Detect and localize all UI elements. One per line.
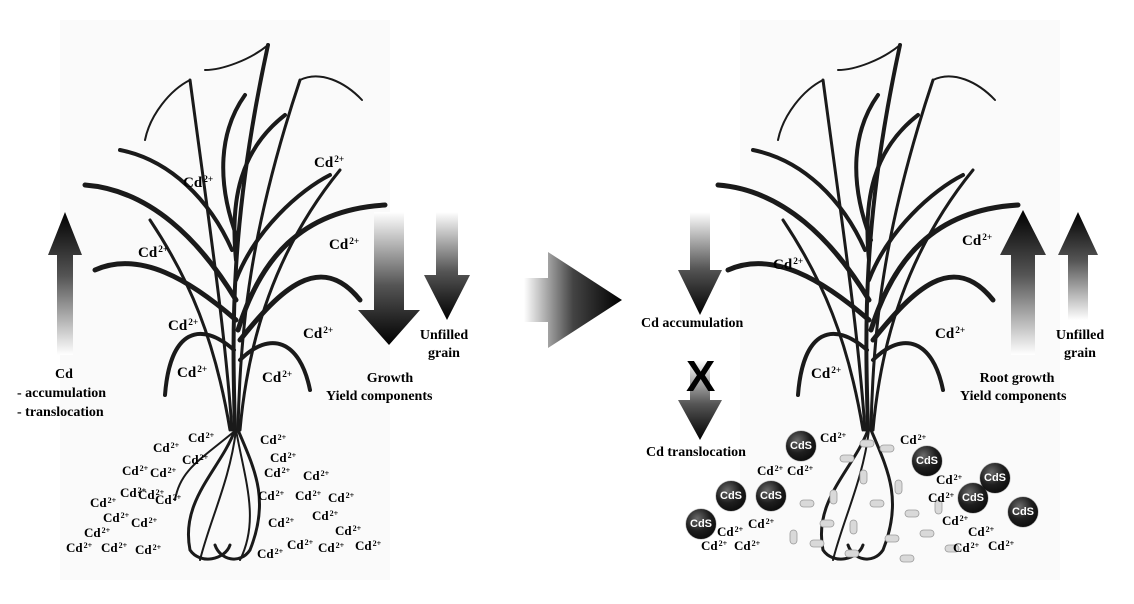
cd-ion: Cd2+ <box>900 432 927 447</box>
cd-accumulation-right-label: Cd accumulation <box>641 316 744 331</box>
cd-ion: Cd2+ <box>787 463 814 478</box>
cd-ion: Cd2+ <box>287 537 314 552</box>
cd-ion: Cd2+ <box>953 540 980 555</box>
growth-label: Growth <box>366 371 414 386</box>
cd-ion: Cd2+ <box>122 463 149 478</box>
left-rice-plant <box>82 43 388 561</box>
cd-ion: Cd2+ <box>66 540 93 555</box>
cds-particle: CdS <box>686 509 716 539</box>
right-rice-plant <box>715 43 1021 561</box>
cds-particle: CdS <box>958 483 988 513</box>
cds-particle: CdS <box>716 481 746 511</box>
cd-ion: Cd2+ <box>942 513 969 528</box>
cd-ion: Cd2+ <box>355 538 382 553</box>
cds-particle: CdS <box>786 431 816 461</box>
unfilled-right-label: Unfilled <box>1055 328 1105 343</box>
cd-ion: Cd2+ <box>131 515 158 530</box>
cd-translocation-down-arrow <box>678 360 722 440</box>
cd-ion: Cd2+ <box>168 318 199 335</box>
cd-ion: Cd2+ <box>183 175 214 192</box>
grain-right-label: grain <box>1064 346 1096 361</box>
cd-ion: Cd2+ <box>734 538 761 553</box>
cd-ion: Cd2+ <box>101 540 128 555</box>
cd-ion: Cd2+ <box>90 495 117 510</box>
cd-ion: Cd2+ <box>264 465 291 480</box>
cd-ion: Cd2+ <box>962 233 993 250</box>
grain-label: grain <box>428 346 460 361</box>
cd-translocation-label: - translocation <box>17 405 104 420</box>
left-background-halo <box>60 20 390 580</box>
cd-ion: Cd2+ <box>303 326 334 343</box>
cd-ion: Cd2+ <box>295 488 322 503</box>
cd-ion: Cd2+ <box>717 524 744 539</box>
cd-ion: Cd2+ <box>268 515 295 530</box>
cd-translocation-right-label: Cd translocation <box>646 445 746 460</box>
left-cd-up-arrow <box>48 212 82 355</box>
cd-ion: Cd2+ <box>188 430 215 445</box>
cd-ion: Cd2+ <box>138 245 169 262</box>
cd-ion: Cd2+ <box>135 542 162 557</box>
cds-particle: CdS <box>980 463 1010 493</box>
cd-ion: Cd2+ <box>138 487 165 502</box>
cd-accumulation-down-arrow <box>678 212 722 315</box>
cd-ion: Cd2+ <box>303 468 330 483</box>
cd-ion: Cd2+ <box>335 523 362 538</box>
unfilled-grain-up-arrow <box>1058 212 1098 320</box>
cd-ion: Cd2+ <box>262 370 293 387</box>
cd-ion: Cd2+ <box>103 510 130 525</box>
cd-ion: Cd2+ <box>936 472 963 487</box>
cd-label: Cd <box>55 367 73 382</box>
cd-ion: Cd2+ <box>177 365 208 382</box>
cd-ion: Cd2+ <box>928 490 955 505</box>
cd-ion: Cd2+ <box>935 326 966 343</box>
cd-ion: Cd2+ <box>318 540 345 555</box>
yield-components-right-label: Yield components <box>960 389 1067 404</box>
growth-down-arrow <box>358 212 420 345</box>
root-growth-label: Root growth <box>979 371 1055 386</box>
cd-ion: Cd2+ <box>120 485 147 500</box>
cd-ion: Cd2+ <box>312 508 339 523</box>
cd-ion: Cd2+ <box>150 465 177 480</box>
cd-ion: Cd2+ <box>757 463 784 478</box>
cd-ion: Cd2+ <box>314 155 345 172</box>
cd-ion: Cd2+ <box>155 492 182 507</box>
cd-accumulation-label: - accumulation <box>17 386 107 401</box>
cd-ion: Cd2+ <box>328 490 355 505</box>
cd-ion: Cd2+ <box>153 440 180 455</box>
transition-right-arrow <box>524 252 622 348</box>
cd-ion: Cd2+ <box>257 546 284 561</box>
cd-ion: Cd2+ <box>820 430 847 445</box>
cd-ion: Cd2+ <box>84 525 111 540</box>
cd-ion: Cd2+ <box>968 524 995 539</box>
cds-particle: CdS <box>1008 497 1038 527</box>
unfilled-grain-down-arrow <box>424 212 470 320</box>
cd-ion: Cd2+ <box>182 452 209 467</box>
yield-components-label: Yield components <box>326 389 433 404</box>
unfilled-label: Unfilled <box>419 328 469 343</box>
cds-particle: CdS <box>912 446 942 476</box>
cd-ion: Cd2+ <box>701 538 728 553</box>
blocked-x-mark: X <box>686 352 716 401</box>
cds-particle: CdS <box>756 481 786 511</box>
cd-ion: Cd2+ <box>329 237 360 254</box>
root-growth-up-arrow <box>1000 210 1046 355</box>
cd-ion: Cd2+ <box>748 516 775 531</box>
cd-ion: Cd2+ <box>811 366 842 383</box>
cd-ion: Cd2+ <box>270 450 297 465</box>
cd-ion: Cd2+ <box>773 257 804 274</box>
cd-ion: Cd2+ <box>260 432 287 447</box>
cd-ion: Cd2+ <box>258 488 285 503</box>
cd-ion: Cd2+ <box>988 538 1015 553</box>
